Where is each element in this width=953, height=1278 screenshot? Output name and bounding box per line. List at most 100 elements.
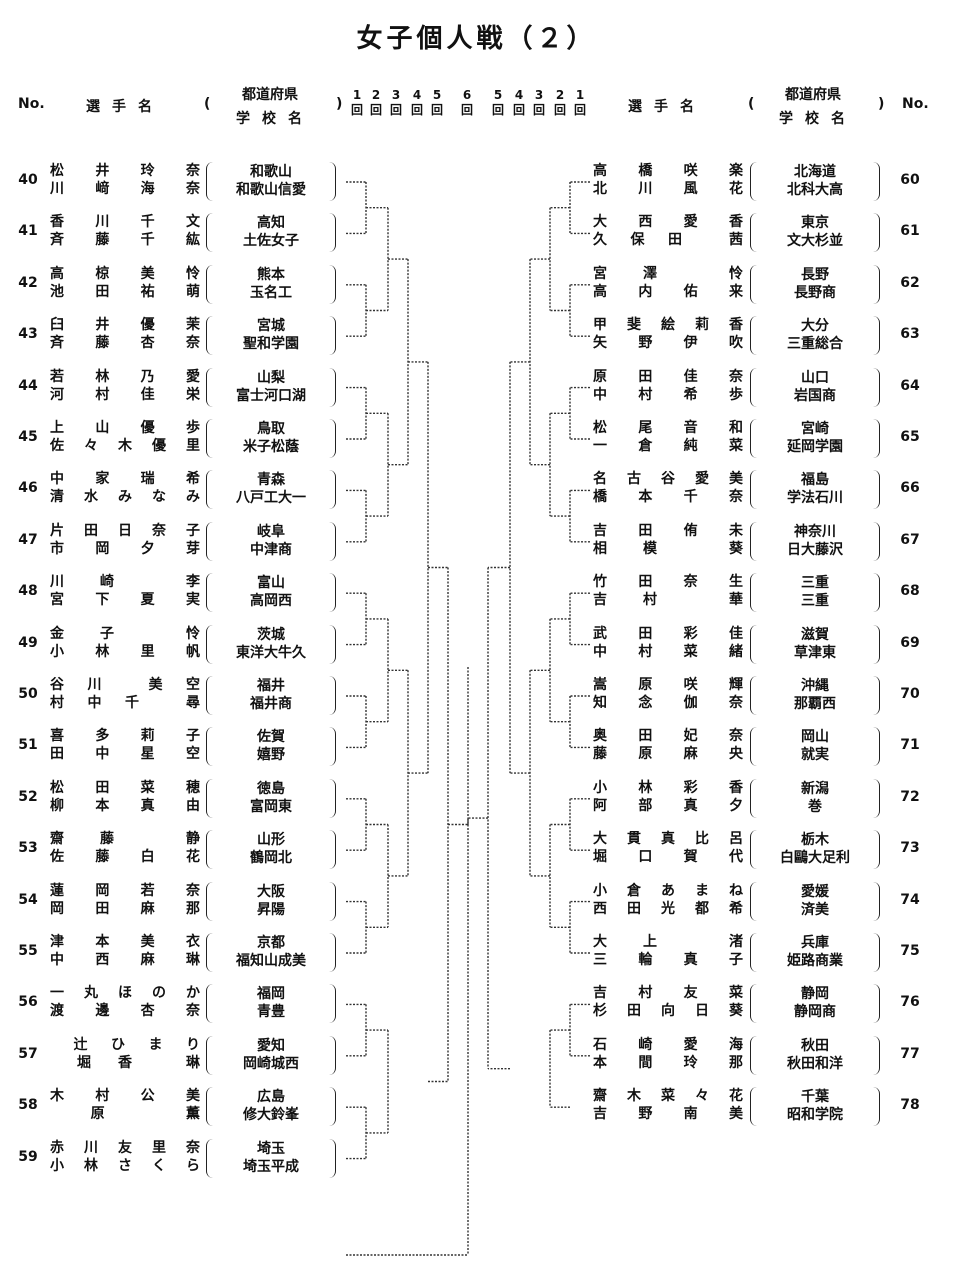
school-box: 兵庫姫路商業	[750, 933, 880, 972]
player-names: 大貫真比呂堀口賀代	[593, 831, 743, 866]
school-name: 学法石川	[787, 490, 843, 507]
school-box: 山形鶴岡北	[206, 830, 336, 870]
school-name: 草津東	[794, 644, 836, 661]
prefecture: 東京	[801, 215, 829, 232]
prefecture: 岡山	[801, 729, 829, 746]
school-name: 高岡西	[250, 593, 292, 610]
paren-open-right: (	[748, 96, 755, 112]
entry-number: 43	[18, 326, 38, 343]
entry-number: 49	[18, 634, 38, 651]
school-box: 埼玉埼玉平成	[206, 1138, 336, 1178]
prefecture: 大阪	[257, 883, 285, 900]
school-box: 岡山就実	[750, 727, 880, 767]
pref-header-right: 都道府県	[785, 87, 841, 103]
school-name: 姫路商業	[787, 953, 843, 969]
entry-number: 60	[900, 172, 920, 188]
entry-number: 41	[18, 223, 38, 240]
school-box: 和歌山和歌山信愛	[206, 162, 336, 201]
player-names: 谷川美空村中千尋	[50, 677, 200, 711]
prefecture: 愛媛	[801, 883, 829, 900]
school-name: 静岡商	[794, 1004, 836, 1021]
entry-number: 75	[900, 943, 920, 959]
player-names: 高椋美怜池田祐萌	[50, 265, 200, 300]
school-name: 富士河口湖	[236, 387, 306, 404]
player-names: 大西愛香久保田茜	[593, 214, 743, 249]
player-names: 小倉あまね西田光都希	[593, 882, 743, 917]
school-name: 昇陽	[257, 901, 285, 918]
entry-number: 66	[900, 480, 920, 497]
entry-number: 53	[18, 840, 38, 857]
player-names: 辻ひまり堀香琳	[73, 1036, 201, 1071]
prefecture: 千葉	[801, 1089, 829, 1106]
school-box: 愛知岡崎城西	[206, 1035, 336, 1075]
player-names: 石崎愛海本間玲那	[593, 1036, 743, 1071]
prefecture: 秋田	[801, 1037, 829, 1054]
school-name: 嬉野	[257, 747, 285, 764]
entry-number: 61	[900, 223, 920, 240]
entry-number: 67	[900, 531, 920, 548]
prefecture: 高知	[257, 215, 285, 232]
school-header-left: 学校名	[236, 111, 314, 127]
school-box: 大阪昇陽	[206, 881, 336, 921]
school-name: 東洋大牛久	[236, 644, 306, 661]
school-box: 宮城聖和学園	[206, 316, 336, 356]
school-name: 修大鈴峯	[243, 1107, 299, 1124]
player-names: 竹田奈生吉村華	[593, 574, 743, 609]
school-name: 青豊	[257, 1004, 285, 1021]
entry-number: 52	[18, 788, 38, 805]
prefecture: 青森	[257, 472, 285, 489]
school-name: 中津商	[250, 541, 292, 558]
entry-number: 54	[18, 891, 38, 908]
prefecture: 静岡	[801, 986, 829, 1003]
school-box: 岐阜中津商	[206, 521, 336, 561]
school-name: 那覇西	[794, 696, 836, 712]
prefecture: 三重	[801, 575, 829, 592]
school-name: 就実	[801, 747, 829, 764]
player-names: 宮澤怜高内佑来	[593, 265, 743, 300]
school-name: 三重総合	[787, 336, 843, 353]
entry-number: 72	[900, 788, 920, 805]
school-box: 青森八戸工大一	[206, 470, 336, 510]
pref-header-left: 都道府県	[242, 87, 298, 103]
entry-number: 46	[18, 480, 38, 497]
entry-row: 60 高橋咲楽北川風花北海道北科大高	[0, 162, 953, 208]
player-names: 齋藤静佐藤白花	[50, 831, 200, 866]
paren-close-left: )	[336, 96, 343, 112]
entry-number: 62	[900, 274, 920, 291]
player-names: 一丸ほのか渡邊杏奈	[50, 985, 200, 1020]
school-box: 北海道北科大高	[750, 162, 880, 201]
school-box: 山梨富士河口湖	[206, 367, 336, 407]
school-box: 千葉昭和学院	[750, 1087, 880, 1127]
prefecture: 和歌山	[250, 164, 292, 180]
entry-number: 56	[18, 994, 38, 1011]
prefecture: 富山	[257, 575, 285, 592]
entry-number: 78	[900, 1097, 920, 1114]
school-box: 茨城東洋大牛久	[206, 624, 336, 664]
player-names: 上山優歩佐々木優里	[50, 420, 200, 454]
player-names: 高橋咲楽北川風花	[593, 163, 743, 197]
no-header-right: No.	[902, 96, 929, 112]
player-names: 奥田妃奈藤原麻央	[593, 728, 743, 763]
school-box: 大分三重総合	[750, 316, 880, 356]
entry-number: 47	[18, 531, 38, 548]
school-name: 北科大高	[787, 182, 843, 198]
school-box: 高知土佐女子	[206, 213, 336, 253]
school-name: 福井商	[250, 696, 292, 712]
